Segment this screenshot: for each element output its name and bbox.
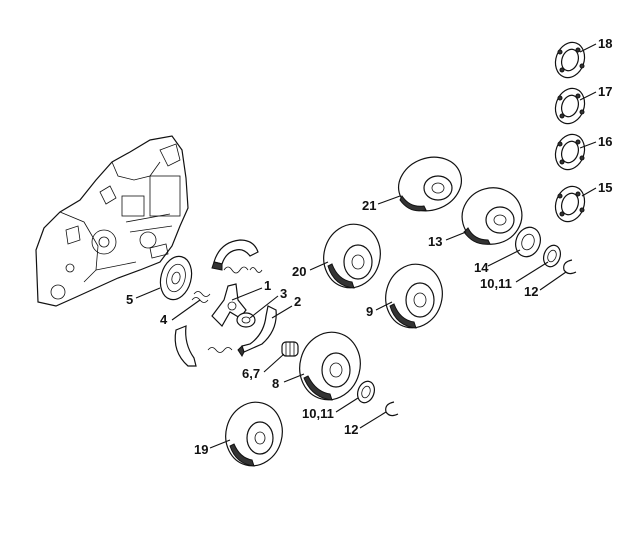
part-17-rim-sprocket — [554, 87, 586, 125]
part-6-7-needle-bearing — [281, 341, 299, 357]
callout-10-11-top: 10,11 — [480, 276, 512, 291]
callout-17: 17 — [598, 84, 612, 99]
part-10-11-washer-bottom — [356, 380, 376, 404]
part-12-eclip-bottom — [385, 401, 399, 417]
callout-labels: 18 17 16 15 21 13 14 10,11 12 20 9 5 1 3… — [126, 36, 612, 457]
callout-8: 8 — [272, 376, 279, 391]
part-12-eclip-top — [563, 259, 577, 275]
part-19-clutch-drum — [225, 401, 283, 467]
part-10-11-washer-top — [542, 244, 562, 268]
clutch-shoe-left — [174, 325, 197, 367]
callout-12-top: 12 — [524, 284, 538, 299]
part-15-rim-sprocket — [554, 185, 586, 223]
callout-21: 21 — [362, 198, 376, 213]
callout-9: 9 — [366, 304, 373, 319]
callout-12-bottom: 12 — [344, 422, 358, 437]
callout-2: 2 — [294, 294, 301, 309]
callout-5: 5 — [126, 292, 133, 307]
callout-6-7: 6,7 — [242, 366, 260, 381]
callout-1: 1 — [264, 278, 271, 293]
part-16-rim-sprocket — [554, 133, 586, 171]
part-3-hub — [236, 312, 256, 328]
callout-19: 19 — [194, 442, 208, 457]
part-4-spring — [191, 291, 211, 303]
callout-3: 3 — [280, 286, 287, 301]
part-9-clutch-drum — [385, 263, 443, 329]
callout-14: 14 — [474, 260, 489, 275]
part-5-washer-disc — [159, 255, 193, 301]
callout-4: 4 — [160, 312, 168, 327]
clutch-spring-bottom — [207, 347, 233, 353]
clutch-shoe-top — [211, 239, 259, 271]
callout-10-11-bottom: 10,11 — [302, 406, 334, 421]
callout-15: 15 — [598, 180, 612, 195]
part-14-spline-hub — [515, 226, 541, 258]
part-21-clutch-drum — [398, 156, 462, 212]
part-13-clutch-drum — [461, 187, 523, 245]
leader-lines — [135, 43, 597, 449]
crankcase-housing — [35, 135, 189, 307]
part-1-clutch-carrier — [211, 283, 247, 327]
callout-20: 20 — [292, 264, 306, 279]
callout-16: 16 — [598, 134, 612, 149]
part-8-clutch-drum — [299, 331, 361, 401]
clutch-spring-top — [223, 266, 263, 274]
part-18-rim-sprocket — [554, 41, 586, 79]
callout-18: 18 — [598, 36, 612, 51]
part-20-clutch-drum — [323, 223, 381, 289]
callout-13: 13 — [428, 234, 442, 249]
part-2-clutch-shoe-right — [237, 305, 277, 357]
